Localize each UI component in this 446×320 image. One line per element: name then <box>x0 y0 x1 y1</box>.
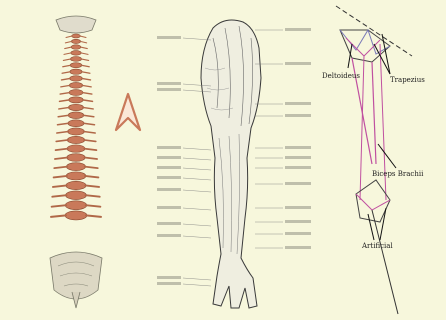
leader-line <box>183 284 211 286</box>
leader-line <box>183 178 211 180</box>
vertebra <box>70 76 83 82</box>
vertebra <box>71 51 82 56</box>
label-biceps-brachii: Biceps Brachii <box>372 170 424 178</box>
vertebra <box>70 63 82 68</box>
label-deltoideus: Deltoideus <box>322 72 360 80</box>
leader-line <box>183 148 211 150</box>
skull-base <box>56 16 96 33</box>
faint-label <box>157 206 181 209</box>
faint-label <box>285 166 311 169</box>
vertebra <box>68 128 85 135</box>
muscle-model-diagram: Deltoideus Trapezius Biceps Brachii Arti… <box>320 4 444 316</box>
faint-label <box>157 282 181 285</box>
vertebra <box>68 120 84 127</box>
faint-label <box>157 166 181 169</box>
faint-label <box>285 146 311 149</box>
arrow-icon <box>112 88 144 136</box>
faint-label <box>157 156 181 159</box>
vertebra <box>70 57 81 62</box>
vertebra <box>66 191 87 200</box>
leader-line <box>183 236 211 238</box>
vertebra <box>66 181 86 189</box>
vertebra <box>67 145 85 152</box>
faint-label <box>157 222 181 225</box>
leader-line <box>183 278 211 280</box>
vertebra <box>70 69 82 74</box>
spine-illustration <box>18 8 138 316</box>
vertebral-column <box>51 34 101 220</box>
faint-label <box>285 232 311 235</box>
vertebra <box>67 136 84 143</box>
faint-label <box>157 82 181 85</box>
vertebra <box>66 163 85 171</box>
leader-line <box>183 208 211 210</box>
faint-label <box>285 156 311 159</box>
leader-line <box>183 190 211 192</box>
vertebra <box>65 211 87 220</box>
arm-outline <box>201 20 261 308</box>
faint-label <box>157 234 181 237</box>
faint-label <box>157 276 181 279</box>
vertebra <box>69 82 82 88</box>
faint-label <box>157 146 181 149</box>
faint-label <box>285 246 311 249</box>
label-artificial: Artificial <box>361 242 393 250</box>
faint-label <box>285 206 311 209</box>
leader-line <box>183 224 211 226</box>
vertebra <box>72 34 81 38</box>
vertebra <box>69 90 83 96</box>
vertebra <box>68 112 84 119</box>
faint-label <box>157 176 181 179</box>
vertebra <box>71 39 80 43</box>
faint-label <box>285 102 311 105</box>
arm-muscle-illustration <box>155 8 315 316</box>
faint-label <box>285 220 311 223</box>
vertebra <box>65 201 86 210</box>
vertebra <box>69 97 84 103</box>
label-trapezius: Trapezius <box>390 76 425 84</box>
faint-label <box>157 88 181 91</box>
vertebra <box>68 104 83 110</box>
leader-line <box>183 158 211 160</box>
vertebra <box>66 172 86 180</box>
vertebra <box>71 45 81 49</box>
faint-label <box>285 114 311 117</box>
sacrum <box>50 252 102 308</box>
leader-line <box>183 38 211 40</box>
faint-label <box>157 188 181 191</box>
leader-line <box>183 168 211 170</box>
faint-label <box>285 28 311 31</box>
faint-label <box>157 36 181 39</box>
faint-label <box>285 62 311 65</box>
faint-label <box>285 182 311 185</box>
vertebra <box>67 154 86 162</box>
